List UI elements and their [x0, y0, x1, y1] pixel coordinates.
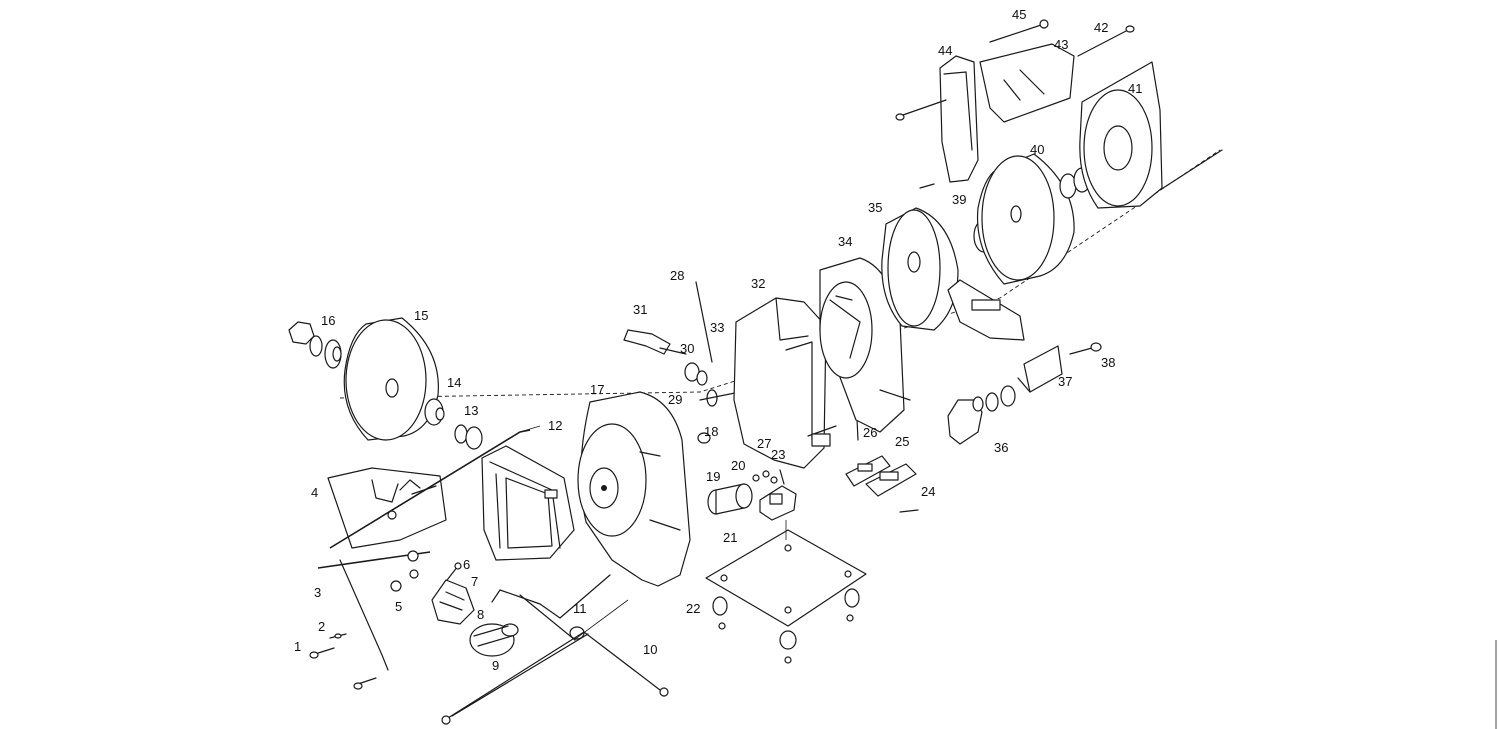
- part-24-switch-plate: [865, 463, 919, 513]
- part-label-6: 6: [463, 557, 470, 572]
- part-label-14: 14: [447, 375, 461, 390]
- part-label-31: 31: [633, 302, 647, 317]
- part-41-outer-guard: [1079, 61, 1223, 209]
- part-label-12: 12: [548, 418, 562, 433]
- part-label-25: 25: [895, 434, 909, 449]
- part-label-19: 19: [706, 469, 720, 484]
- part-15-left-grinding-wheel: [343, 317, 439, 441]
- part-5-nut: [390, 550, 419, 592]
- part-13-spacer: [454, 424, 483, 450]
- leader-line: [519, 425, 787, 641]
- part-38-screw: [1069, 342, 1102, 355]
- part-label-26: 26: [863, 425, 877, 440]
- part-label-17: 17: [590, 382, 604, 397]
- part-label-7: 7: [471, 574, 478, 589]
- part-8-pin: [491, 589, 501, 603]
- part-label-16: 16: [321, 313, 335, 328]
- part-label-9: 9: [492, 658, 499, 673]
- part-44-shield-bracket: [895, 55, 979, 189]
- part-label-8: 8: [477, 607, 484, 622]
- assembly-axis: [339, 149, 1221, 399]
- part-11-tool-rest: [499, 574, 611, 641]
- part-17-left-end-cover: [577, 391, 691, 587]
- part-label-28: 28: [670, 268, 684, 283]
- part-label-34: 34: [838, 234, 852, 249]
- part-12-wheel-guard: [481, 445, 575, 561]
- part-31-cord: [623, 329, 687, 355]
- part-10-tool-rest-rod-long: [441, 631, 669, 725]
- part-7-spark-deflector: [431, 579, 475, 625]
- part-36-guard-cap: [947, 385, 1016, 445]
- part-2-washer: [329, 633, 347, 639]
- part-25-switch-cover: [845, 455, 891, 487]
- part-40-right-grinding-wheel: [976, 153, 1091, 285]
- part-label-3: 3: [314, 585, 321, 600]
- part-label-27: 27: [757, 436, 771, 451]
- part-21-base-plate: [705, 529, 867, 627]
- part-label-18: 18: [704, 424, 718, 439]
- part-34-right-end-bell: [819, 257, 911, 433]
- part-16-nut-and-flange: [288, 321, 342, 369]
- part-label-40: 40: [1030, 142, 1044, 157]
- part-label-32: 32: [751, 276, 765, 291]
- part-label-24: 24: [921, 484, 935, 499]
- part-label-38: 38: [1101, 355, 1115, 370]
- part-label-20: 20: [731, 458, 745, 473]
- part-label-13: 13: [464, 403, 478, 418]
- part-label-5: 5: [395, 599, 402, 614]
- part-37-tool-rest-bracket: [947, 279, 1063, 393]
- part-label-11: 11: [573, 601, 587, 616]
- part-label-42: 42: [1094, 20, 1108, 35]
- part-label-29: 29: [668, 392, 682, 407]
- part-28-screw: [695, 281, 713, 363]
- part-43-eye-shield: [979, 43, 1075, 123]
- part-20-screws: [752, 470, 778, 484]
- part-45-knob-screw: [989, 19, 1049, 43]
- part-label-21: 21: [723, 530, 737, 545]
- part-label-45: 45: [1012, 7, 1026, 22]
- part-9-wheel-guard-cap: [469, 623, 519, 657]
- part-22-rubber-feet: [712, 588, 860, 664]
- part-label-41: 41: [1128, 81, 1142, 96]
- part-30-bearing: [684, 362, 708, 386]
- part-label-15: 15: [414, 308, 428, 323]
- part-label-43: 43: [1054, 37, 1068, 52]
- part-23-switch: [759, 469, 797, 521]
- part-32-stator-housing: [733, 297, 837, 469]
- part-label-1: 1: [294, 639, 301, 654]
- part-42-bolt: [1077, 25, 1135, 57]
- part-4-eye-shield-bracket: [327, 429, 531, 549]
- part-label-39: 39: [952, 192, 966, 207]
- part-label-22: 22: [686, 601, 700, 616]
- part-label-10: 10: [643, 642, 657, 657]
- part-label-37: 37: [1058, 374, 1072, 389]
- part-number-labels: 1 2 3 4 5 6 7 8 9 10 11 12 13 14 15 16 1…: [294, 7, 1142, 673]
- part-label-2: 2: [318, 619, 325, 634]
- part-label-36: 36: [994, 440, 1008, 455]
- part-label-30: 30: [680, 341, 694, 356]
- part-label-23: 23: [771, 447, 785, 462]
- part-1-bolt: [309, 647, 335, 659]
- part-label-44: 44: [938, 43, 952, 58]
- part-35-inner-guard: [881, 207, 959, 331]
- part-18-grommet: [697, 432, 711, 444]
- part-label-4: 4: [311, 485, 318, 500]
- part-label-35: 35: [868, 200, 882, 215]
- part-label-33: 33: [710, 320, 724, 335]
- part-14-inner-flange: [424, 398, 445, 426]
- part-19-capacitor: [707, 483, 753, 515]
